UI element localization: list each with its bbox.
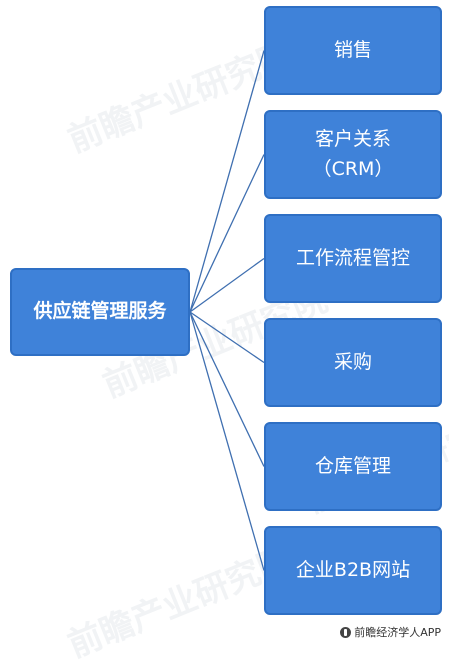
branch-node-label: 销售: [333, 38, 372, 61]
connector-line: [189, 154, 265, 313]
branch-node-b2b-site: 企业B2B网站: [264, 526, 442, 615]
branch-node-label: 企业B2B网站: [295, 558, 411, 581]
branch-node-procurement: 采购: [264, 318, 442, 407]
branch-node-sublabel: （CRM）: [312, 157, 394, 180]
info-icon: [340, 626, 352, 638]
connector-line: [189, 311, 265, 571]
connector-lines: [189, 50, 265, 571]
branch-node-label: 工作流程管控: [295, 246, 410, 269]
connector-line: [189, 311, 265, 467]
connector-line: [189, 257, 265, 313]
branch-node-workflow: 工作流程管控: [264, 214, 442, 303]
connector-line: [189, 50, 265, 313]
root-node: 供应链管理服务: [10, 268, 190, 356]
branch-node-label: 客户关系: [314, 128, 391, 151]
branch-node-crm: 客户关系 （CRM）: [264, 110, 442, 199]
branch-node-warehouse: 仓库管理: [264, 422, 442, 511]
branch-node-label: 仓库管理: [314, 454, 391, 477]
branch-node-label: 采购: [333, 350, 372, 373]
source-credit-text: 前瞻经济学人APP: [354, 626, 441, 639]
source-credit: 前瞻经济学人APP: [340, 624, 441, 640]
branch-node-sales: 销售: [264, 6, 442, 95]
connector-line: [189, 311, 265, 364]
root-node-label: 供应链管理服务: [33, 300, 167, 323]
